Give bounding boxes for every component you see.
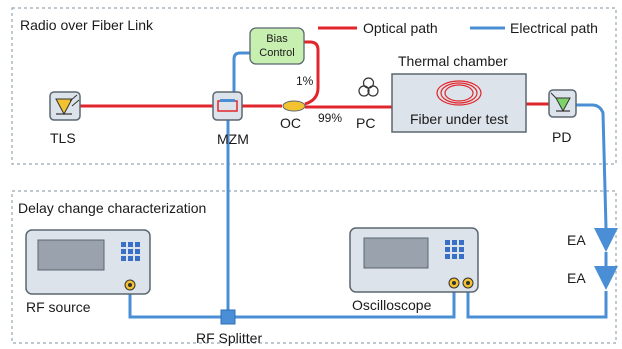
pc-label: PC [356, 115, 375, 131]
optical-paths [80, 40, 550, 109]
oc-label: OC [280, 115, 301, 131]
polarization-controller-icon [358, 77, 379, 97]
thermal-chamber-label: Thermal chamber [398, 53, 508, 69]
pd-label: PD [552, 129, 571, 145]
oc-tap-path [304, 40, 320, 106]
pd-to-ea-path [575, 103, 608, 229]
mzm-label: MZM [217, 131, 249, 147]
oscilloscope-label: Oscilloscope [352, 297, 432, 313]
oc-tap-ratio: 1% [296, 74, 314, 88]
fiber-coil-icon [436, 80, 482, 106]
rf-source [25, 229, 151, 295]
oscilloscope [349, 227, 479, 293]
photodiode [548, 89, 577, 118]
ea-top-label: EA [567, 232, 586, 248]
splitter-to-scope-path [228, 286, 456, 319]
tls-laser [49, 91, 81, 121]
delay-characterization-title: Delay change characterization [18, 200, 206, 216]
bias-control-label-2: Control [259, 47, 294, 59]
ea-to-scope-path [466, 286, 608, 319]
bias-control-box [249, 27, 305, 65]
bias-control-label-1: Bias [266, 33, 288, 45]
rof-link-title: Radio over Fiber Link [20, 17, 154, 33]
amplifier-icon [594, 266, 618, 290]
fiber-under-test-label: Fiber under test [410, 111, 508, 127]
bias-to-mzm-path [232, 51, 250, 92]
ea-bottom-label: EA [567, 270, 586, 286]
amplifier-icon [594, 228, 618, 252]
tls-label: TLS [50, 130, 76, 146]
rfsource-to-splitter-path [128, 286, 228, 319]
electrical-paths [128, 51, 608, 319]
mzm [212, 91, 243, 121]
coupler-icon [282, 100, 306, 112]
legend-electrical-label: Electrical path [510, 20, 598, 36]
legend-optical-label: Optical path [363, 20, 438, 36]
rof-link-frame [11, 7, 617, 165]
oc-through-ratio: 99% [318, 111, 342, 125]
rf-splitter-label: RF Splitter [196, 330, 262, 346]
rf-source-label: RF source [26, 299, 91, 315]
rf-splitter-icon [220, 309, 236, 325]
